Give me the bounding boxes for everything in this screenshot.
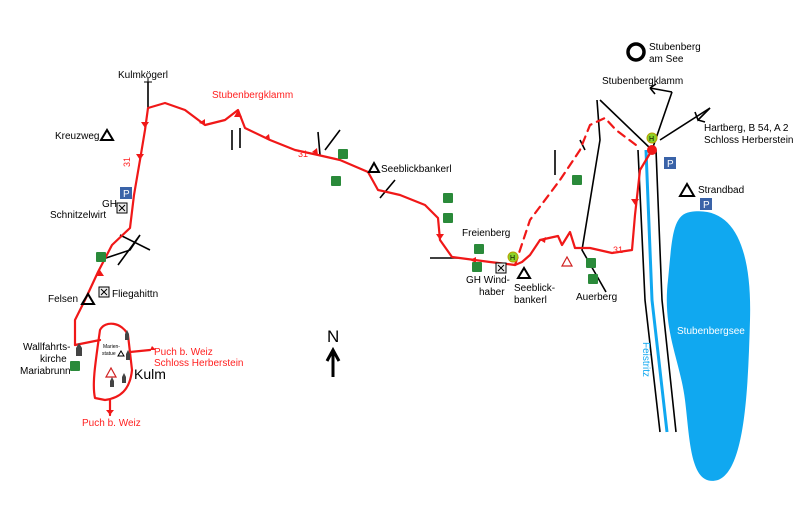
north-label: N xyxy=(327,327,339,346)
puch-herberstein-label-2: Schloss Herberstein xyxy=(154,358,243,369)
parking-icon: P xyxy=(120,187,132,200)
road xyxy=(637,149,661,433)
hiking-route-31 xyxy=(73,101,654,347)
dashed-route xyxy=(513,116,642,267)
puch-herberstein-label-1: Puch b. Weiz xyxy=(154,347,213,358)
marienstatue-label-1: Marien- xyxy=(103,344,120,350)
hartberg-label-2: Schloss Herberstein xyxy=(704,135,793,146)
roads xyxy=(99,82,711,293)
summit-cross-icon xyxy=(144,78,152,86)
felsen-label: Felsen xyxy=(48,294,78,305)
kulm-label: Kulm xyxy=(134,366,166,382)
viewpoint-icons xyxy=(80,128,696,305)
fliegahittn-label: Fliegahittn xyxy=(112,289,158,300)
route-number: 31 xyxy=(613,245,623,255)
lake-stubenbergsee xyxy=(666,211,751,481)
wallfahrtskirche-label-1: Wallfahrts- xyxy=(23,342,70,353)
bus-stop-icon: H xyxy=(507,251,519,263)
seeblickbankerl-north-label: Seeblickbankerl xyxy=(381,164,452,175)
viewpoint-icon xyxy=(117,350,125,357)
north-arrow-icon xyxy=(325,346,341,377)
auerberg-label: Auerberg xyxy=(576,292,617,303)
strandbad-label: Strandbad xyxy=(698,185,744,196)
restaurant-icons xyxy=(98,202,507,298)
route-number: 31 xyxy=(122,157,132,167)
start-point-icon xyxy=(647,145,657,155)
seeblickbankerl-label-2: bankerl xyxy=(514,295,547,306)
wallfahrtskirche-label-3: Mariabrunn xyxy=(20,366,71,377)
parking-icon: P xyxy=(664,157,676,170)
puch-south-label: Puch b. Weiz xyxy=(82,418,141,429)
warning-icons xyxy=(104,255,574,378)
stubenberg-label-2: am See xyxy=(649,54,684,65)
bench-icons xyxy=(70,149,598,371)
seeblickbankerl-label-1: Seeblick- xyxy=(514,283,555,294)
stubenbergklamm-east-label: Stubenbergklamm xyxy=(602,76,683,87)
gh-schnitzelwirt-label-2: Schnitzelwirt xyxy=(50,210,106,221)
river-label: Feistritz xyxy=(640,342,651,377)
kulm-loop xyxy=(73,322,152,417)
gh-windhaber-label-1: GH Wind- xyxy=(466,275,510,286)
stubenbergklamm-west-label: Stubenbergklamm xyxy=(212,90,293,101)
road xyxy=(655,149,677,433)
route-number: 31 xyxy=(298,149,308,159)
marienstatue-label-2: statue xyxy=(102,351,116,357)
hartberg-label-1: Hartberg, B 54, A 2 xyxy=(704,123,789,134)
river-feistritz xyxy=(644,149,669,433)
lake-label: Stubenbergsee xyxy=(677,326,745,337)
kulmkoegerl-label: Kulmkögerl xyxy=(118,70,168,81)
gh-windhaber-label-2: haber xyxy=(479,287,505,298)
svg-text:P: P xyxy=(123,189,130,200)
stubenberg-label-1: Stubenberg xyxy=(649,42,701,53)
parking-icon: P xyxy=(700,198,712,211)
kreuzweg-label: Kreuzweg xyxy=(55,131,99,142)
svg-text:P: P xyxy=(667,159,674,170)
gh-schnitzelwirt-label-1: GH xyxy=(102,199,117,210)
svg-text:H: H xyxy=(510,255,515,262)
svg-text:H: H xyxy=(649,136,654,143)
wallfahrtskirche-label-2: kirche xyxy=(40,354,67,365)
svg-text:P: P xyxy=(703,200,710,211)
direction-arrows xyxy=(649,83,711,123)
church-icons xyxy=(76,330,130,387)
route-arrows xyxy=(96,110,639,415)
town-circle-icon xyxy=(626,42,646,62)
bus-stop-icon: H xyxy=(646,132,658,144)
freienberg-label: Freienberg xyxy=(462,228,510,239)
